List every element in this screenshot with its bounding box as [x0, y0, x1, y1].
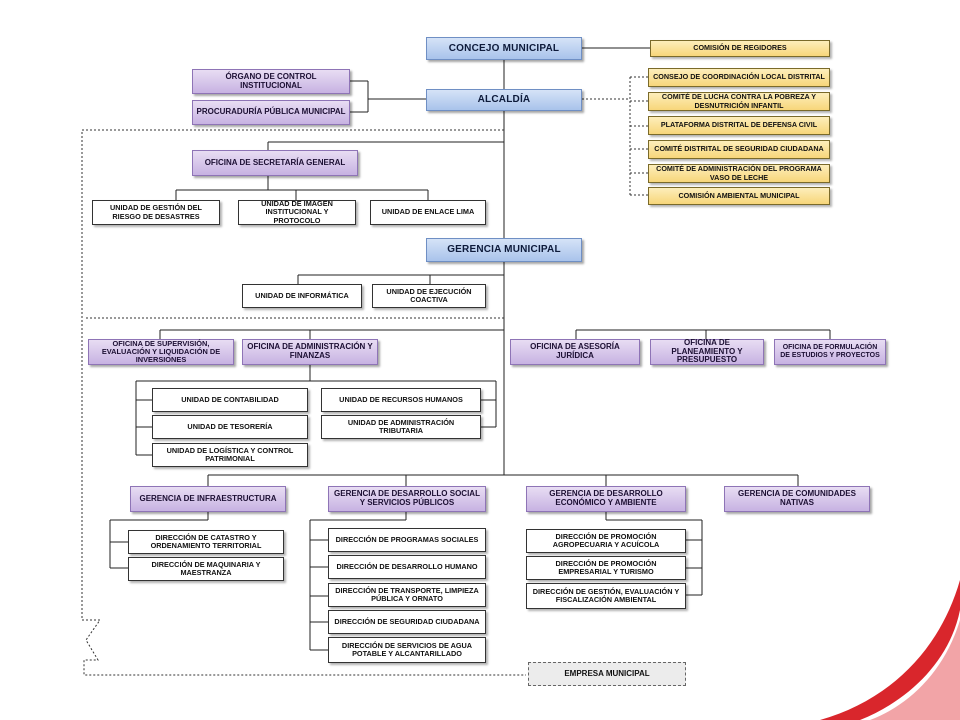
procuraduria-node[interactable]: PROCURADURÍA PÚBLICA MUNICIPAL	[192, 100, 350, 125]
swoosh-red-band	[820, 580, 960, 720]
gerencia-desarrollo-social-label: GERENCIA DE DESARROLLO SOCIAL Y SERVICIO…	[334, 489, 480, 507]
gerencia-infraestructura-node[interactable]: GERENCIA DE INFRAESTRUCTURA	[130, 486, 286, 512]
riesgo-desastres-node[interactable]: UNIDAD DE GESTIÓN DEL RIESGO DE DESASTRE…	[92, 200, 220, 225]
catastro-label: DIRECCIÓN DE CATASTRO Y ORDENAMIENTO TER…	[150, 532, 262, 550]
promocion-agropecuaria-node[interactable]: DIRECCIÓN DE PROMOCIÓN AGROPECUARIA Y AC…	[526, 529, 686, 553]
supervision-label: OFICINA DE SUPERVISIÓN, EVALUACIÓN Y LIQ…	[101, 338, 221, 365]
comision-regidores-label: COMISIÓN DE REGIDORES	[693, 43, 787, 53]
tesoreria-label: UNIDAD DE TESORERÍA	[187, 421, 273, 431]
administracion-tributaria-label: UNIDAD DE ADMINISTRACIÓN TRIBUTARIA	[347, 417, 455, 435]
logistica-label: UNIDAD DE LOGÍSTICA Y CONTROL PATRIMONIA…	[166, 445, 294, 463]
concejo-municipal-label: CONCEJO MUNICIPAL	[448, 42, 560, 54]
tesoreria-node[interactable]: UNIDAD DE TESORERÍA	[152, 415, 308, 439]
recursos-humanos-label: UNIDAD DE RECURSOS HUMANOS	[339, 394, 463, 404]
programas-sociales-node[interactable]: DIRECCIÓN DE PROGRAMAS SOCIALES	[328, 528, 486, 552]
catastro-node[interactable]: DIRECCIÓN DE CATASTRO Y ORDENAMIENTO TER…	[128, 530, 284, 554]
seguridad-ciudadana-label: DIRECCIÓN DE SEGURIDAD CIUDADANA	[334, 616, 480, 626]
comision-ambiental-node[interactable]: COMISIÓN AMBIENTAL MUNICIPAL	[648, 187, 830, 205]
gerencia-desarrollo-economico-node[interactable]: GERENCIA DE DESARROLLO ECONÓMICO Y AMBIE…	[526, 486, 686, 512]
gestion-ambiental-label: DIRECCIÓN DE GESTIÓN, EVALUACIÓN Y FISCA…	[532, 586, 680, 604]
plataforma-defensa-label: PLATAFORMA DISTRITAL DE DEFENSA CIVIL	[660, 120, 818, 130]
planeamiento-label: OFICINA DE PLANEAMIENTO Y PRESUPUESTO	[671, 337, 743, 365]
formulacion-estudios-node[interactable]: OFICINA DE FORMULACIÓN DE ESTUDIOS Y PRO…	[774, 339, 886, 365]
gestion-ambiental-node[interactable]: DIRECCIÓN DE GESTIÓN, EVALUACIÓN Y FISCA…	[526, 583, 686, 609]
gerencia-desarrollo-economico-label: GERENCIA DE DESARROLLO ECONÓMICO Y AMBIE…	[549, 489, 663, 507]
gerencia-municipal-label: GERENCIA MUNICIPAL	[447, 244, 561, 256]
comision-ambiental-label: COMISIÓN AMBIENTAL MUNICIPAL	[678, 190, 800, 200]
seguridad-ciudadana-node[interactable]: DIRECCIÓN DE SEGURIDAD CIUDADANA	[328, 610, 486, 634]
recursos-humanos-node[interactable]: UNIDAD DE RECURSOS HUMANOS	[321, 388, 481, 412]
ejecucion-coactiva-node[interactable]: UNIDAD DE EJECUCIÓN COACTIVA	[372, 284, 486, 308]
informatica-label: UNIDAD DE INFORMÁTICA	[255, 290, 349, 300]
enlace-lima-node[interactable]: UNIDAD DE ENLACE LIMA	[370, 200, 486, 225]
programas-sociales-label: DIRECCIÓN DE PROGRAMAS SOCIALES	[335, 534, 479, 544]
gerencia-comunidades-label: GERENCIA DE COMUNIDADES NATIVAS	[738, 489, 856, 507]
decorative-swoosh	[820, 580, 960, 720]
secretaria-general-node[interactable]: OFICINA DE SECRETARÍA GENERAL	[192, 150, 358, 176]
administracion-tributaria-node[interactable]: UNIDAD DE ADMINISTRACIÓN TRIBUTARIA	[321, 415, 481, 439]
planeamiento-node[interactable]: OFICINA DE PLANEAMIENTO Y PRESUPUESTO	[650, 337, 764, 365]
gerencia-municipal-node[interactable]: GERENCIA MUNICIPAL	[426, 238, 582, 262]
promocion-agropecuaria-label: DIRECCIÓN DE PROMOCIÓN AGROPECUARIA Y AC…	[552, 531, 660, 549]
gerencia-desarrollo-social-node[interactable]: GERENCIA DE DESARROLLO SOCIAL Y SERVICIO…	[328, 486, 486, 512]
informatica-node[interactable]: UNIDAD DE INFORMÁTICA	[242, 284, 362, 308]
riesgo-desastres-label: UNIDAD DE GESTIÓN DEL RIESGO DE DESASTRE…	[109, 203, 203, 221]
maquinaria-label: DIRECCIÓN DE MAQUINARIA Y MAESTRANZA	[151, 559, 261, 577]
transporte-label: DIRECCIÓN DE TRANSPORTE, LIMPIEZA PÚBLIC…	[335, 585, 479, 603]
desarrollo-humano-label: DIRECCIÓN DE DESARROLLO HUMANO	[336, 561, 478, 571]
alcaldia-node[interactable]: ALCALDÍA	[426, 89, 582, 111]
enlace-lima-label: UNIDAD DE ENLACE LIMA	[381, 207, 475, 217]
transporte-node[interactable]: DIRECCIÓN DE TRANSPORTE, LIMPIEZA PÚBLIC…	[328, 583, 486, 607]
gerencia-infraestructura-label: GERENCIA DE INFRAESTRUCTURA	[139, 493, 277, 503]
empresa-municipal-label: EMPRESA MUNICIPAL	[564, 668, 650, 678]
logistica-node[interactable]: UNIDAD DE LOGÍSTICA Y CONTROL PATRIMONIA…	[152, 443, 308, 467]
procuraduria-label: PROCURADURÍA PÚBLICA MUNICIPAL	[196, 107, 346, 117]
contabilidad-label: UNIDAD DE CONTABILIDAD	[181, 394, 279, 404]
imagen-institucional-node[interactable]: UNIDAD DE IMAGEN INSTITUCIONAL Y PROTOCO…	[238, 200, 356, 225]
agua-potable-node[interactable]: DIRECCIÓN DE SERVICIOS DE AGUA POTABLE Y…	[328, 637, 486, 663]
comite-seguridad-label: COMITÉ DISTRITAL DE SEGURIDAD CIUDADANA	[654, 144, 824, 154]
consejo-coordinacion-label: CONSEJO DE COORDINACIÓN LOCAL DISTRITAL	[653, 72, 825, 82]
comite-seguridad-node[interactable]: COMITÉ DISTRITAL DE SEGURIDAD CIUDADANA	[648, 140, 830, 159]
promocion-empresarial-label: DIRECCIÓN DE PROMOCIÓN EMPRESARIAL Y TUR…	[555, 558, 657, 576]
administracion-finanzas-label: OFICINA DE ADMINISTRACIÓN Y FINANZAS	[247, 342, 373, 360]
organo-control-label: ÓRGANO DE CONTROL INSTITUCIONAL	[225, 71, 317, 90]
formulacion-estudios-label: OFICINA DE FORMULACIÓN DE ESTUDIOS Y PRO…	[780, 344, 880, 359]
comite-vaso-leche-node[interactable]: COMITÉ DE ADMINISTRACIÓN DEL PROGRAMA VA…	[648, 164, 830, 183]
asesoria-juridica-label: OFICINA DE ASESORÍA JURÍDICA	[530, 342, 620, 360]
secretaria-general-label: OFICINA DE SECRETARÍA GENERAL	[204, 157, 346, 167]
swoosh-light-band	[870, 620, 960, 720]
plataforma-defensa-node[interactable]: PLATAFORMA DISTRITAL DE DEFENSA CIVIL	[648, 116, 830, 135]
gerencia-comunidades-node[interactable]: GERENCIA DE COMUNIDADES NATIVAS	[724, 486, 870, 512]
alcaldia-label: ALCALDÍA	[477, 94, 531, 106]
contabilidad-node[interactable]: UNIDAD DE CONTABILIDAD	[152, 388, 308, 412]
asesoria-juridica-node[interactable]: OFICINA DE ASESORÍA JURÍDICA	[510, 339, 640, 365]
empresa-municipal-node[interactable]: EMPRESA MUNICIPAL	[528, 662, 686, 686]
consejo-coordinacion-node[interactable]: CONSEJO DE COORDINACIÓN LOCAL DISTRITAL	[648, 68, 830, 87]
organo-control-node[interactable]: ÓRGANO DE CONTROL INSTITUCIONAL	[192, 69, 350, 94]
maquinaria-node[interactable]: DIRECCIÓN DE MAQUINARIA Y MAESTRANZA	[128, 557, 284, 581]
concejo-municipal-node[interactable]: CONCEJO MUNICIPAL	[426, 37, 582, 60]
comite-pobreza-label: COMITÉ DE LUCHA CONTRA LA POBREZA Y DESN…	[661, 92, 817, 110]
comite-vaso-leche-label: COMITÉ DE ADMINISTRACIÓN DEL PROGRAMA VA…	[656, 164, 822, 182]
supervision-node[interactable]: OFICINA DE SUPERVISIÓN, EVALUACIÓN Y LIQ…	[88, 339, 234, 365]
comite-pobreza-node[interactable]: COMITÉ DE LUCHA CONTRA LA POBREZA Y DESN…	[648, 92, 830, 111]
desarrollo-humano-node[interactable]: DIRECCIÓN DE DESARROLLO HUMANO	[328, 555, 486, 579]
ejecucion-coactiva-label: UNIDAD DE EJECUCIÓN COACTIVA	[386, 286, 472, 304]
imagen-institucional-label: UNIDAD DE IMAGEN INSTITUCIONAL Y PROTOCO…	[261, 199, 333, 225]
administracion-finanzas-node[interactable]: OFICINA DE ADMINISTRACIÓN Y FINANZAS	[242, 339, 378, 365]
agua-potable-label: DIRECCIÓN DE SERVICIOS DE AGUA POTABLE Y…	[341, 640, 473, 658]
promocion-empresarial-node[interactable]: DIRECCIÓN DE PROMOCIÓN EMPRESARIAL Y TUR…	[526, 556, 686, 580]
comision-regidores-node[interactable]: COMISIÓN DE REGIDORES	[650, 40, 830, 57]
